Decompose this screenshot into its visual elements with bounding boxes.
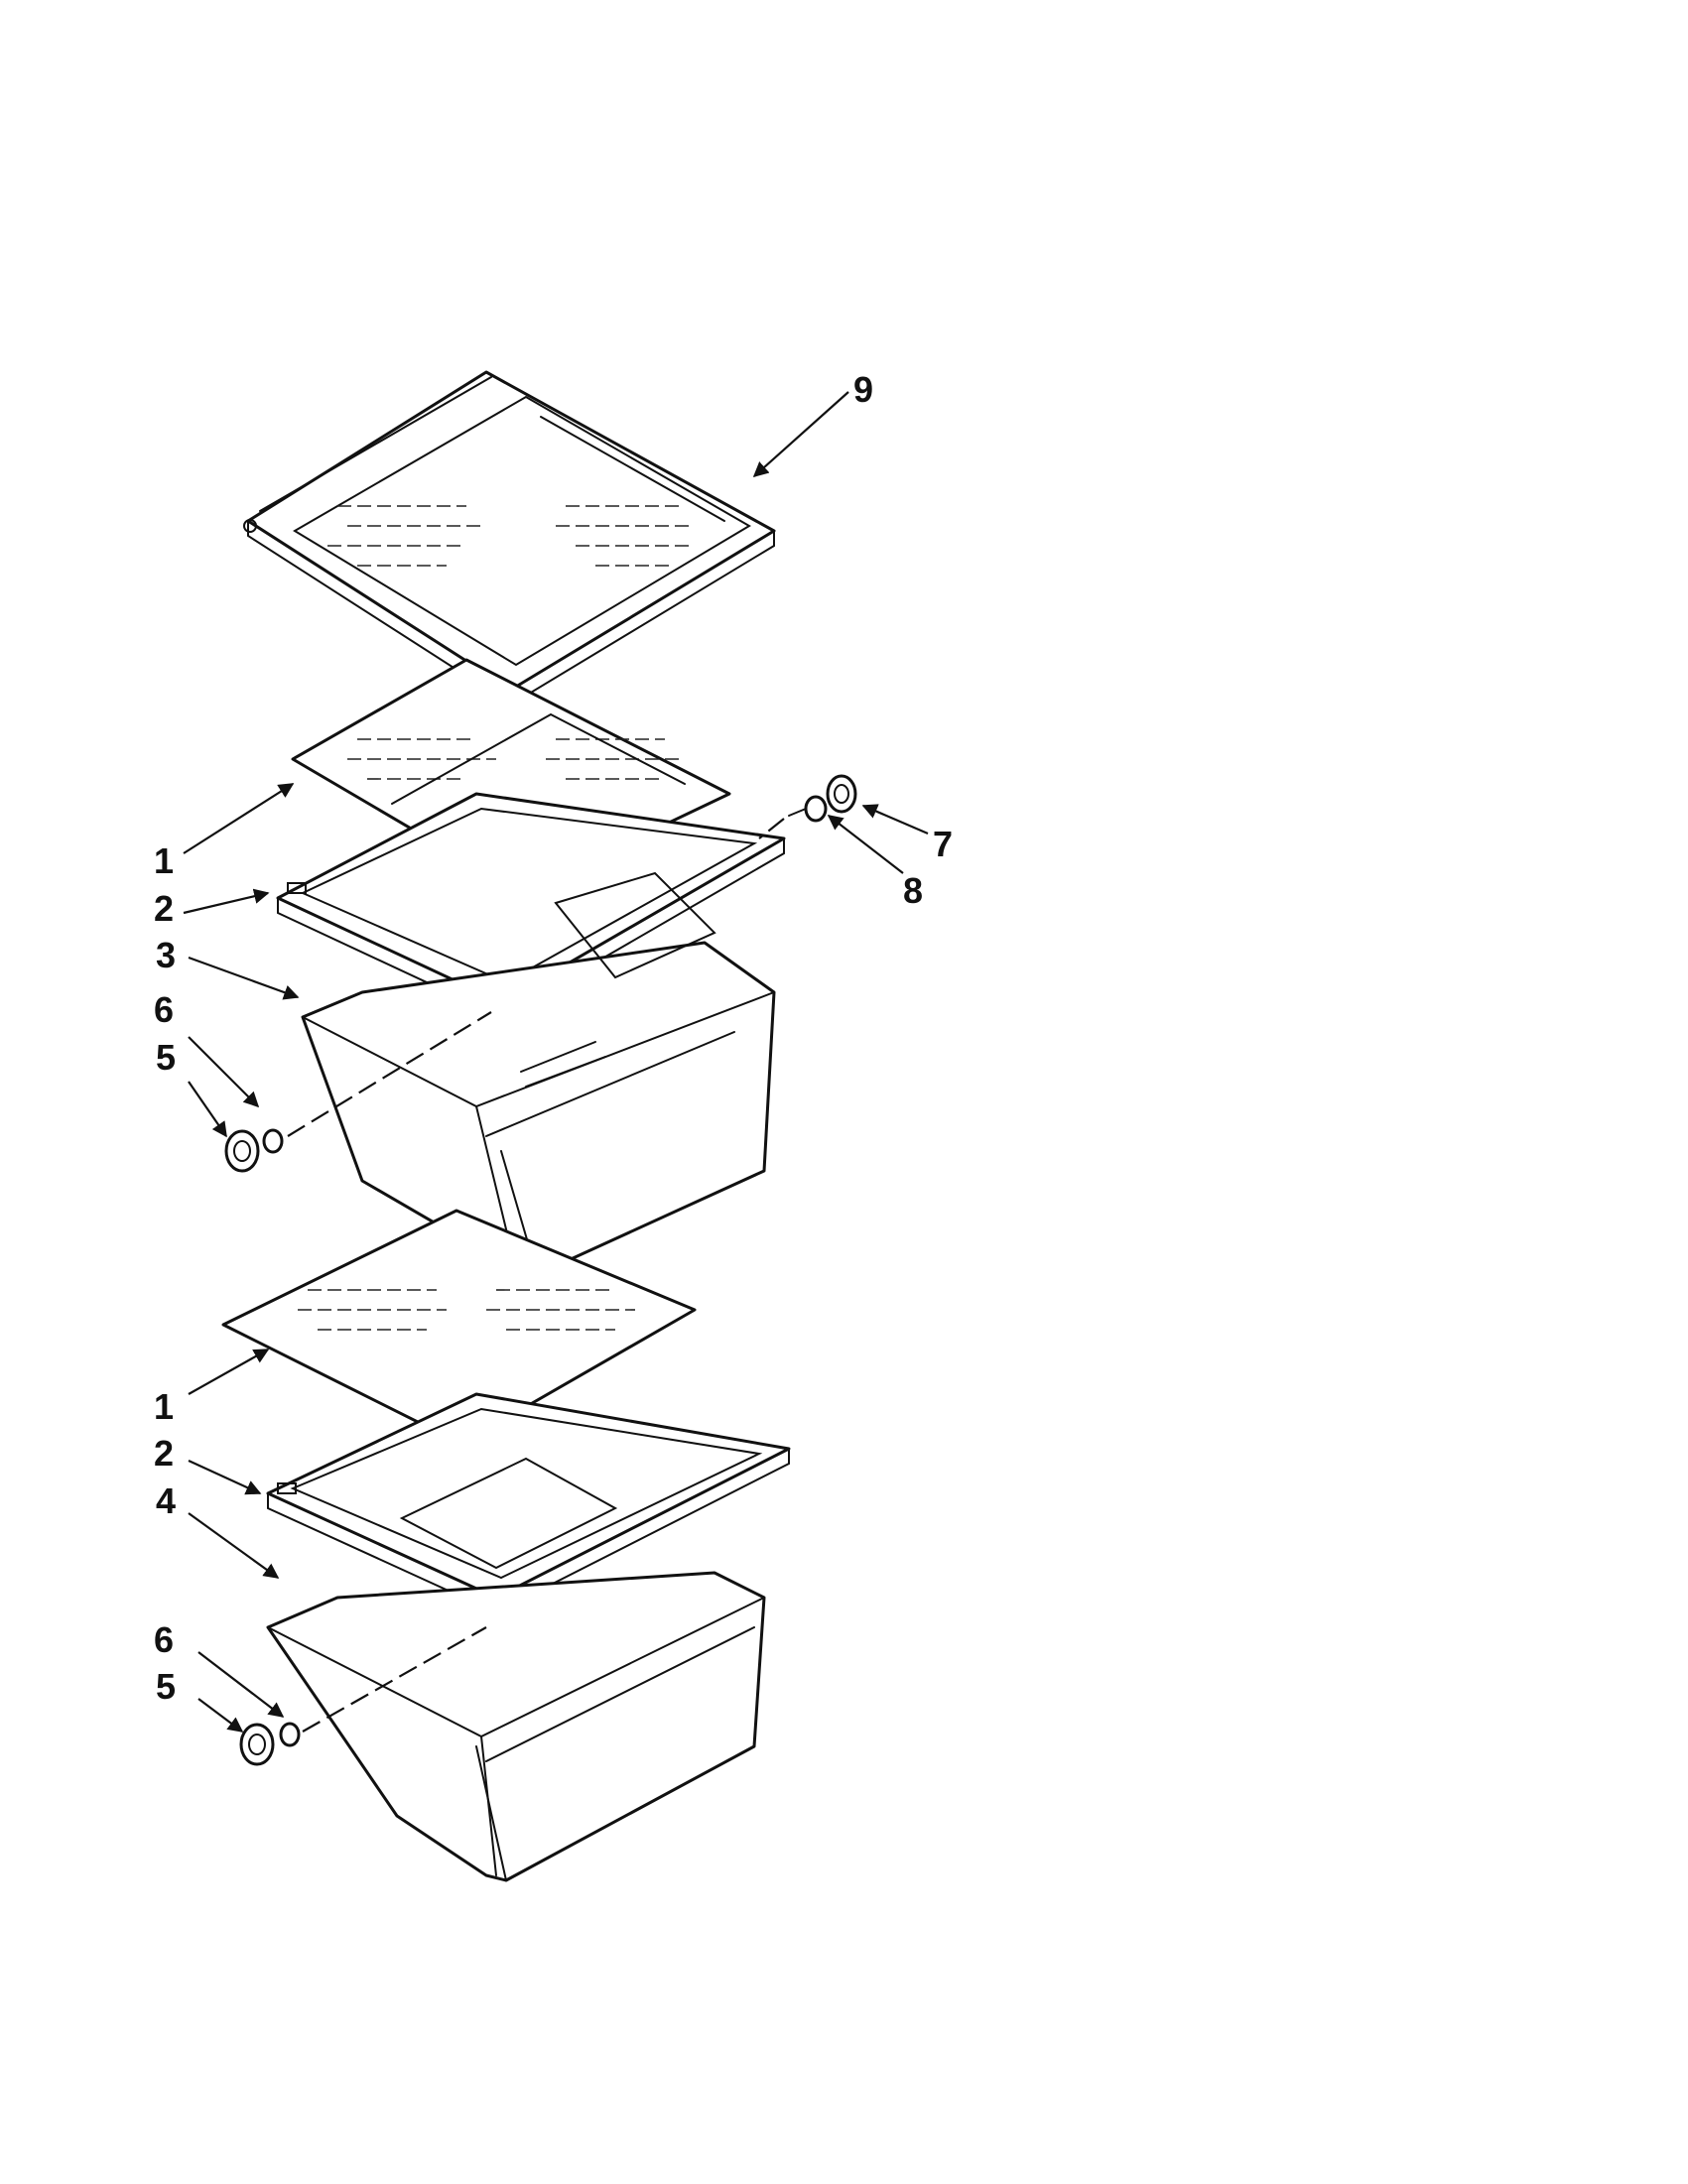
- assembly-lines: [287, 818, 785, 1733]
- callout-4: 4: [156, 1480, 176, 1521]
- wheel-part-5-upper: [224, 1129, 260, 1173]
- axle-part-6-upper: [262, 1128, 284, 1154]
- top-shelf-frame: [243, 370, 776, 707]
- screw-part-8: [788, 795, 828, 823]
- upper-crisper-drawer: [301, 871, 776, 1277]
- lower-cover-frame: [266, 1392, 791, 1614]
- leader-arrows: [183, 391, 929, 1733]
- callout-8: 8: [903, 870, 923, 911]
- callout-1-upper: 1: [154, 840, 174, 881]
- callout-labels: 9 1 2 3 6 5 7 8 1 2 4 6 5: [154, 369, 953, 1707]
- lower-crisper-drawer: [266, 1571, 766, 1882]
- callout-1-lower: 1: [154, 1386, 174, 1427]
- axle-part-6-lower: [279, 1722, 301, 1747]
- glide-wheel-part-7: [826, 774, 857, 814]
- wheel-part-5-lower: [239, 1723, 275, 1766]
- callout-5-lower: 5: [156, 1666, 176, 1707]
- callout-2-upper: 2: [154, 888, 174, 929]
- callout-6-lower: 6: [154, 1619, 174, 1660]
- callout-2-lower: 2: [154, 1433, 174, 1474]
- callout-3: 3: [156, 935, 176, 975]
- callout-6-upper: 6: [154, 989, 174, 1030]
- upper-cover-frame: [276, 792, 786, 1019]
- callout-7: 7: [933, 824, 953, 864]
- lower-cover-glass: [221, 1209, 697, 1446]
- callout-5-upper: 5: [156, 1037, 176, 1078]
- callout-9: 9: [853, 369, 873, 410]
- shelf-glass-hatch: [327, 505, 695, 567]
